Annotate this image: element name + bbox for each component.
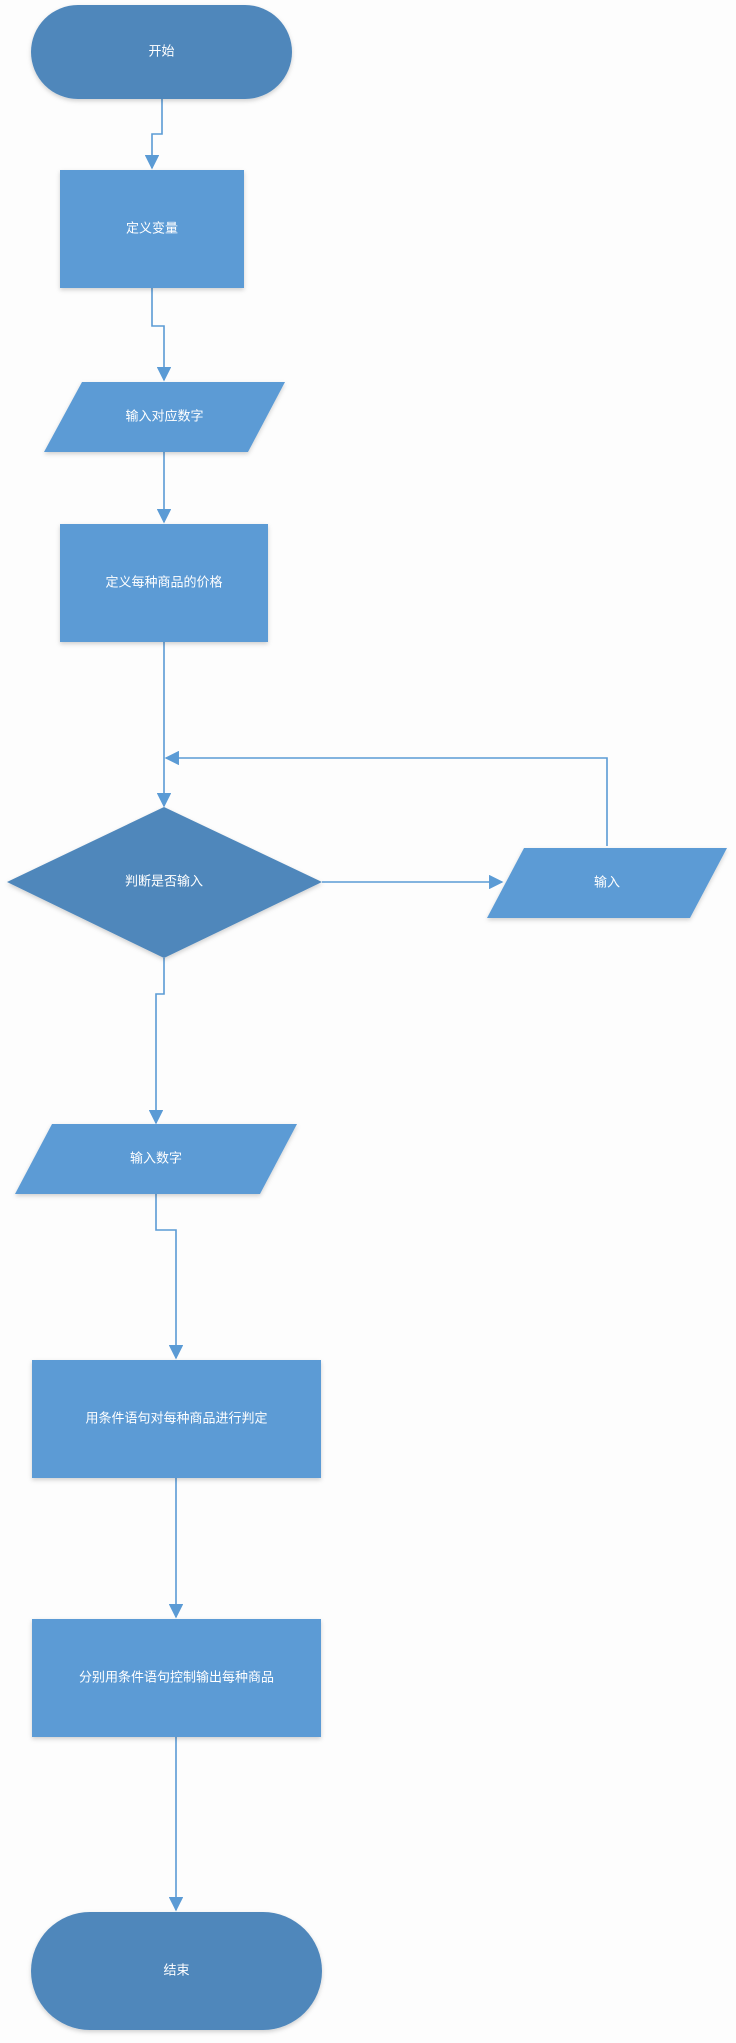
define-vars-process-shape [60,170,244,288]
judge-goods-node: 用条件语句对每种商品进行判定 [32,1360,321,1478]
output-goods-node: 分别用条件语句控制输出每种商品 [32,1619,321,1737]
connector-input-side-loop-back [164,750,608,846]
judge-goods-process-shape [32,1360,321,1478]
define-prices-process-shape [60,524,268,642]
output-goods-label: 分别用条件语句控制输出每种商品 [79,1670,274,1686]
judge-goods-label: 用条件语句对每种商品进行判定 [85,1411,267,1427]
start-terminal-shape [31,5,292,99]
connector-decision-to-input-digits [148,958,165,1125]
define-vars-node: 定义变量 [60,170,244,288]
connector-start-to-define-vars [144,98,163,170]
decision-label: 判断是否输入 [125,874,203,890]
connectors [144,98,608,1912]
define-prices-node: 定义每种商品的价格 [60,524,268,642]
input-digits-io-shape [15,1124,297,1194]
input-side-io-shape [487,848,727,918]
start-label: 开始 [148,45,174,60]
define-vars-label: 定义变量 [126,221,178,237]
input-digits-label: 输入数字 [130,1151,182,1167]
end-node: 结束 [31,1912,322,2030]
input-number-io-shape [44,382,285,452]
end-label: 结束 [163,1964,189,1979]
connector-define-vars-to-input-number [151,288,172,382]
input-number-node: 输入对应数字 [44,382,285,452]
decision-node: 判断是否输入 [7,807,322,958]
end-terminal-shape [31,1912,322,2030]
start-node: 开始 [31,5,292,99]
input-side-label: 输入 [594,875,620,891]
input-number-label: 输入对应数字 [125,409,203,425]
define-prices-label: 定义每种商品的价格 [105,575,222,591]
connector-input-digits-to-judge [155,1194,184,1360]
input-side-node: 输入 [487,848,727,918]
input-digits-node: 输入数字 [15,1124,297,1194]
output-goods-process-shape [32,1619,321,1737]
decision-diamond-shape [7,807,322,958]
